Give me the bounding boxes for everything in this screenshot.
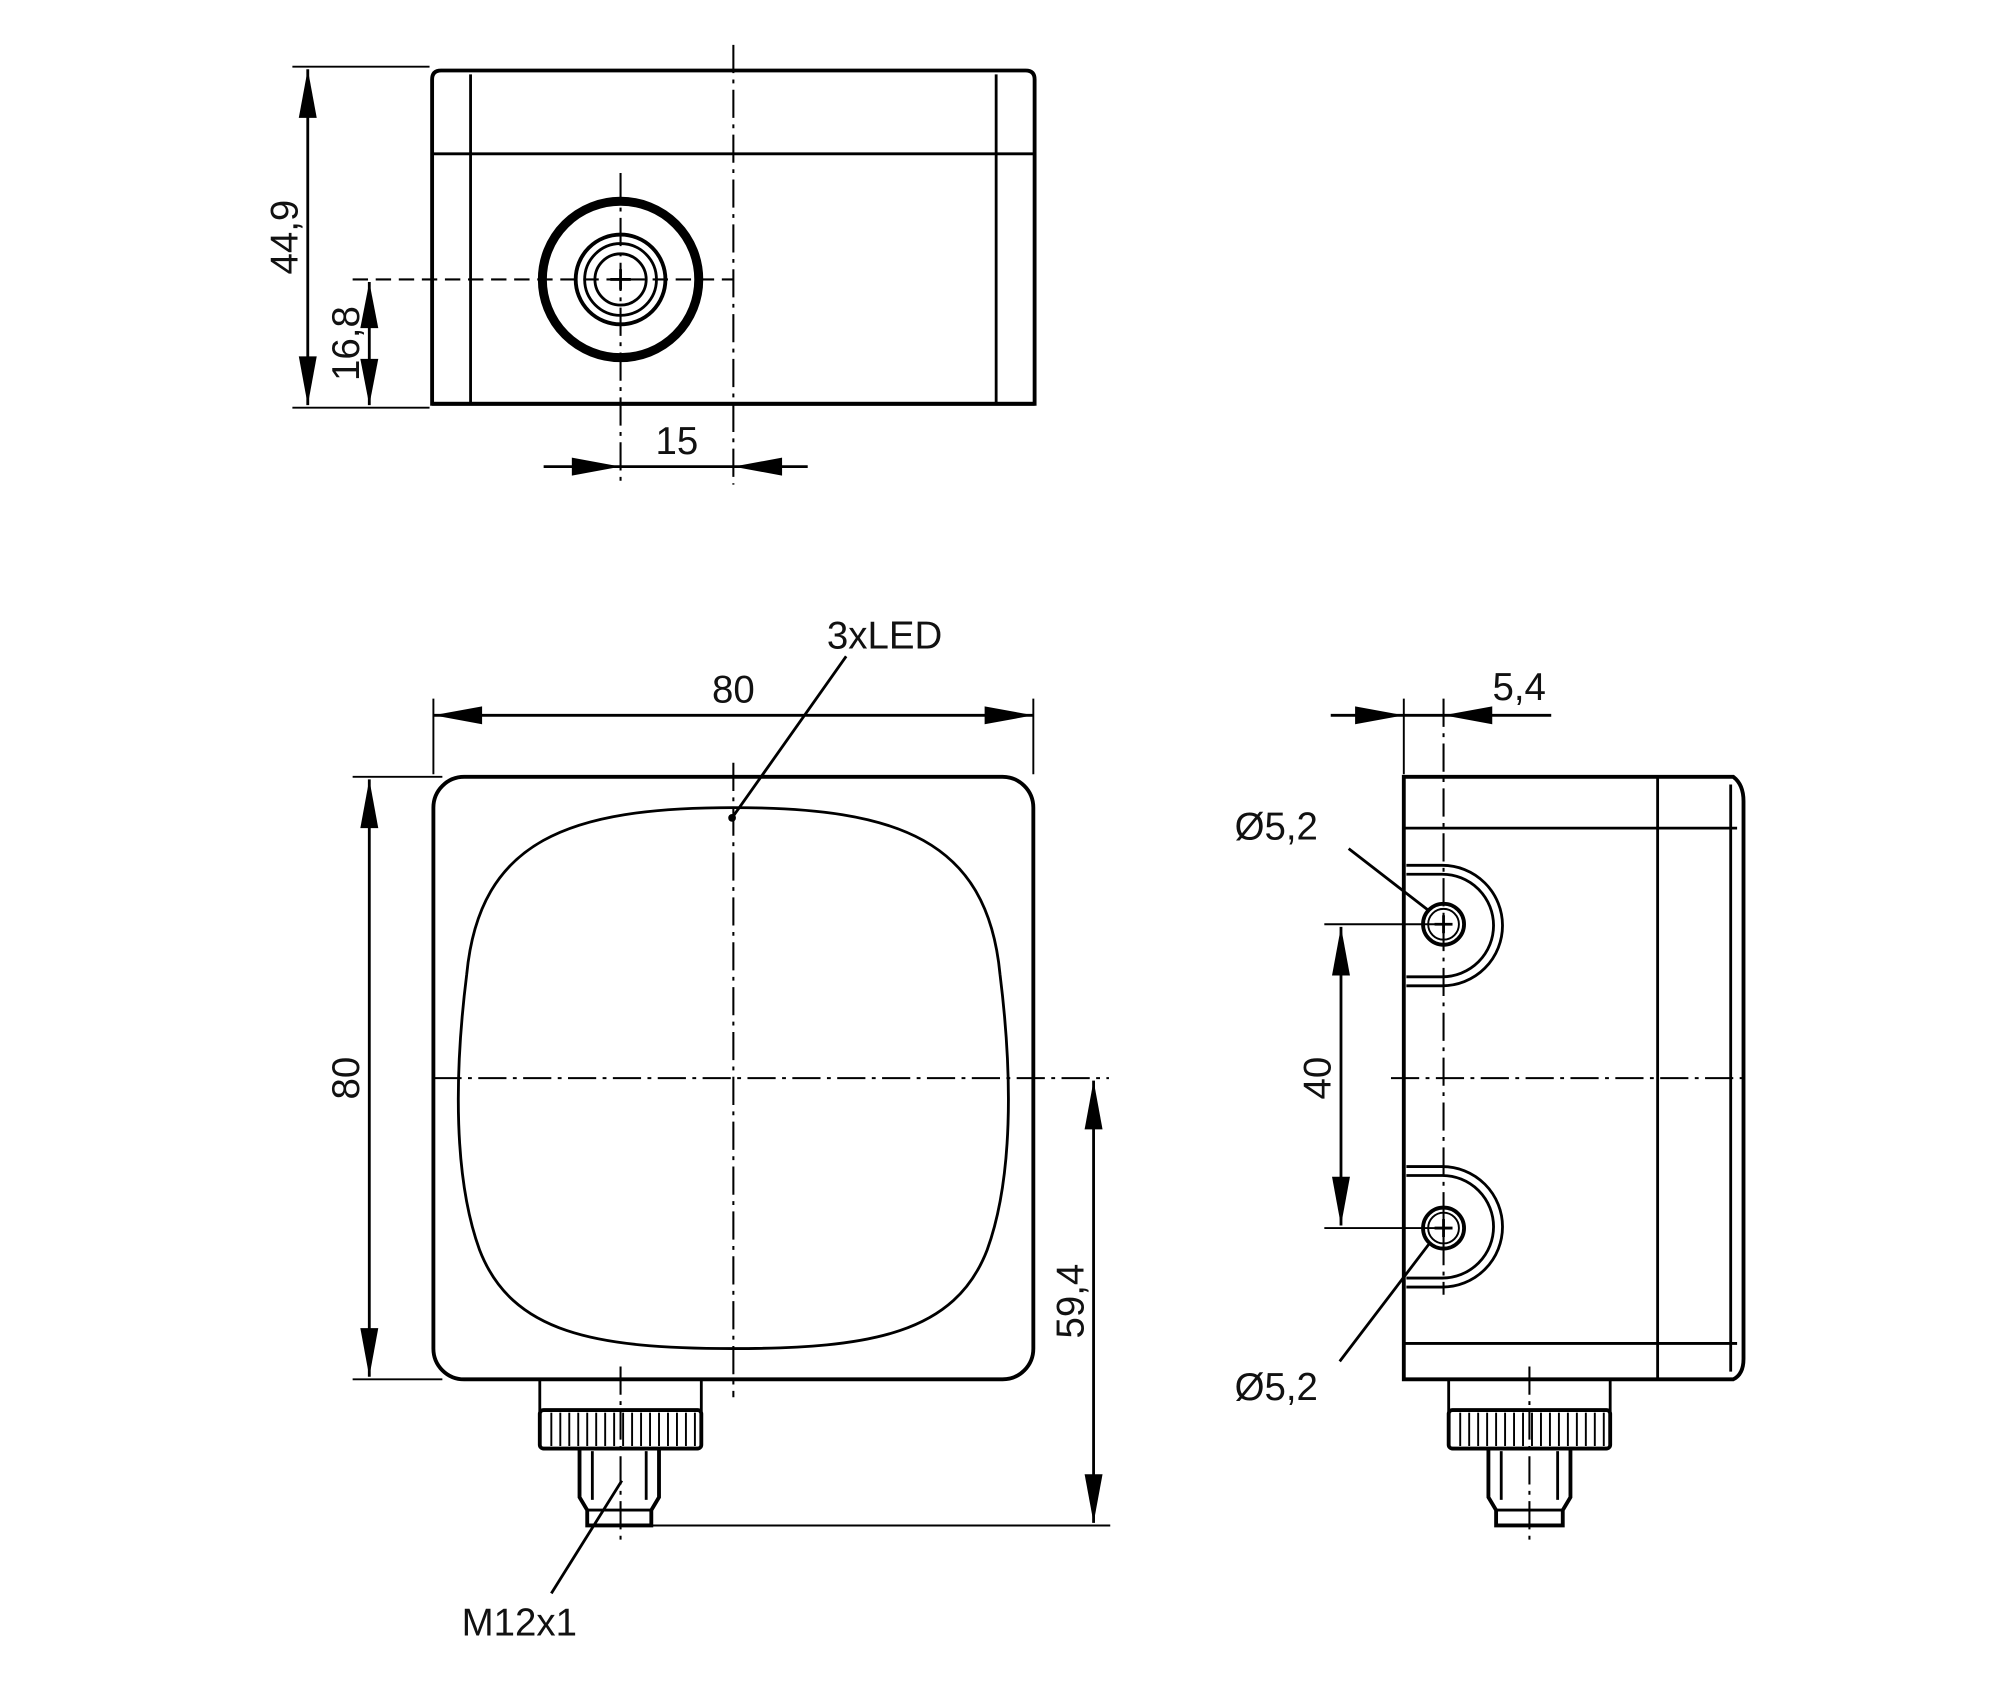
- top-view-housing: [430, 68, 1037, 406]
- m12-connector-side-icon: [1446, 1377, 1613, 1528]
- dimension-height-44-9: 44,9: [264, 200, 307, 275]
- mounting-lug-top-icon: [1406, 863, 1504, 988]
- dimension-hole-spacing-40: 40: [1297, 1057, 1340, 1100]
- dimension-connector-offset-15: 15: [656, 420, 699, 463]
- dimension-connector-height-16-8: 16,8: [325, 306, 368, 381]
- connector-front-icon: [537, 196, 704, 363]
- callout-3xled: 3xLED: [827, 615, 942, 658]
- dimension-hole-diameter-top: Ø5,2: [1235, 806, 1318, 849]
- dimension-hole-diameter-bottom: Ø5,2: [1235, 1366, 1318, 1409]
- dimension-height-80: 80: [325, 1057, 368, 1100]
- side-view: 5,4 40 Ø5,2 Ø5,2: [1235, 666, 1750, 1545]
- top-view: 44,9 16,8 15: [264, 44, 1037, 485]
- front-view: 3xLED 80 80: [325, 615, 1111, 1645]
- side-view-housing: [1401, 774, 1746, 1382]
- callout-m12x1: M12x1: [462, 1602, 577, 1645]
- dimension-center-to-connector-59-4: 59,4: [1049, 1264, 1092, 1339]
- dimension-width-80: 80: [712, 668, 755, 711]
- mounting-lug-bottom-icon: [1406, 1165, 1504, 1289]
- dimension-hole-offset-5-4: 5,4: [1492, 666, 1545, 709]
